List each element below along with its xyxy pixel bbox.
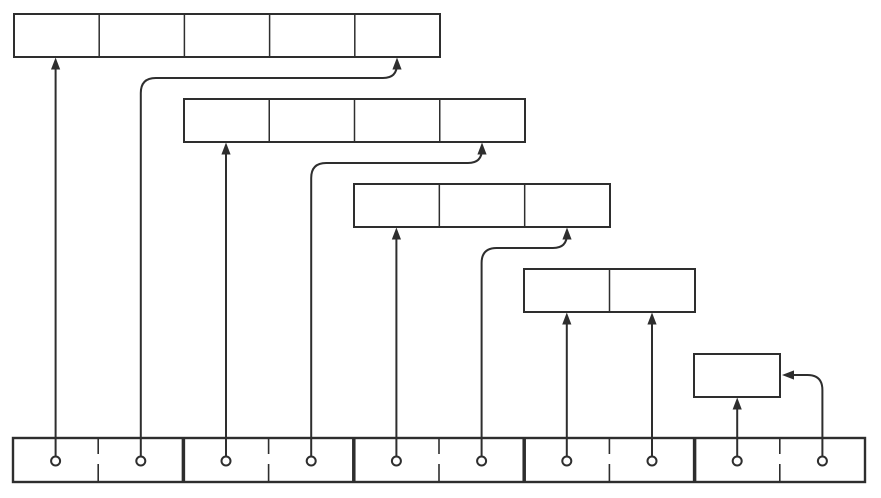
array-level-3 bbox=[353, 183, 611, 228]
pointer-2-arrowhead bbox=[392, 57, 402, 70]
pointer-6-arrowhead bbox=[562, 227, 572, 240]
array-level-3-outline bbox=[353, 183, 611, 228]
array-level-1-outline bbox=[13, 13, 441, 58]
pointer-6 bbox=[480, 227, 572, 457]
pointer-8-arrowhead bbox=[647, 312, 657, 325]
pointer-8 bbox=[647, 312, 657, 457]
pointer-3 bbox=[221, 142, 231, 457]
pointer-4 bbox=[310, 142, 487, 457]
pointer-10-shaft bbox=[793, 374, 824, 457]
pointer-7 bbox=[562, 312, 572, 457]
pointer-array bbox=[11, 436, 867, 484]
pointer-4-shaft bbox=[310, 148, 483, 457]
pointer-origin-circle bbox=[305, 455, 317, 467]
pointer-origin-circle bbox=[646, 455, 658, 467]
pointer-10 bbox=[782, 370, 824, 457]
pointer-2-shaft bbox=[139, 63, 398, 457]
array-level-1 bbox=[13, 13, 441, 58]
pointer-1 bbox=[51, 57, 61, 457]
pointer-1-arrowhead bbox=[51, 57, 61, 70]
pointer-origin-circle bbox=[220, 455, 232, 467]
array-level-4 bbox=[523, 268, 696, 313]
pointer-7-arrowhead bbox=[562, 312, 572, 325]
array-level-5-outline bbox=[693, 353, 781, 398]
pointer-5 bbox=[391, 227, 401, 457]
pointer-origin-circle bbox=[476, 455, 488, 467]
pointer-origin-circle bbox=[561, 455, 573, 467]
pointer-origin-circle bbox=[731, 455, 743, 467]
pointer-2 bbox=[139, 57, 402, 457]
pointer-4-arrowhead bbox=[477, 142, 487, 155]
pointer-origin-circle bbox=[390, 455, 402, 467]
array-level-2 bbox=[183, 98, 526, 143]
pointer-5-arrowhead bbox=[391, 227, 401, 240]
pointer-9-arrowhead bbox=[732, 397, 742, 410]
pointer-origin-circle bbox=[50, 455, 62, 467]
array-level-5 bbox=[693, 353, 781, 398]
pointer-origin-circle bbox=[816, 455, 828, 467]
pointer-10-arrowhead bbox=[782, 370, 794, 380]
pointer-9 bbox=[732, 397, 742, 457]
pointer-3-arrowhead bbox=[221, 142, 231, 155]
pointer-origin-circle bbox=[135, 455, 147, 467]
pointer-6-shaft bbox=[480, 233, 568, 457]
